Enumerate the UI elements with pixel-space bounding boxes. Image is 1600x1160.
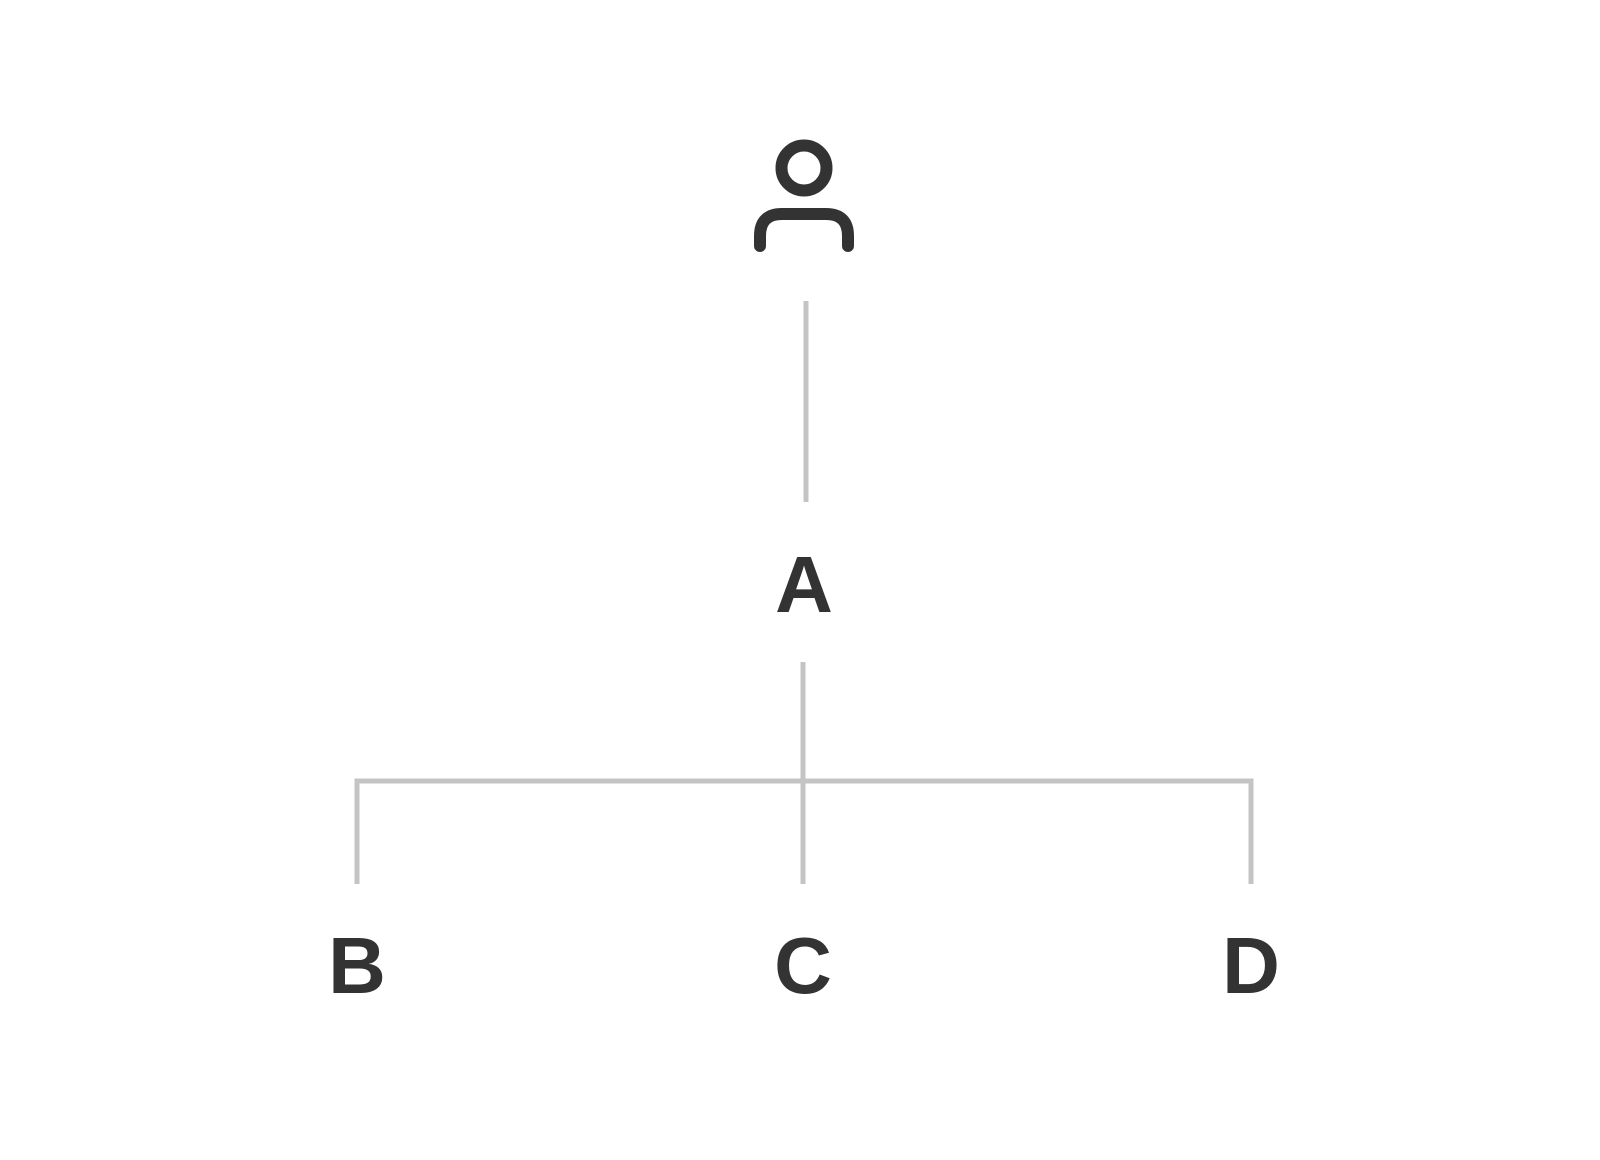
node-b: B: [328, 921, 386, 1010]
node-d: D: [1222, 921, 1280, 1010]
user-icon: [754, 139, 854, 252]
node-a: A: [775, 540, 833, 629]
node-c: C: [774, 921, 832, 1010]
